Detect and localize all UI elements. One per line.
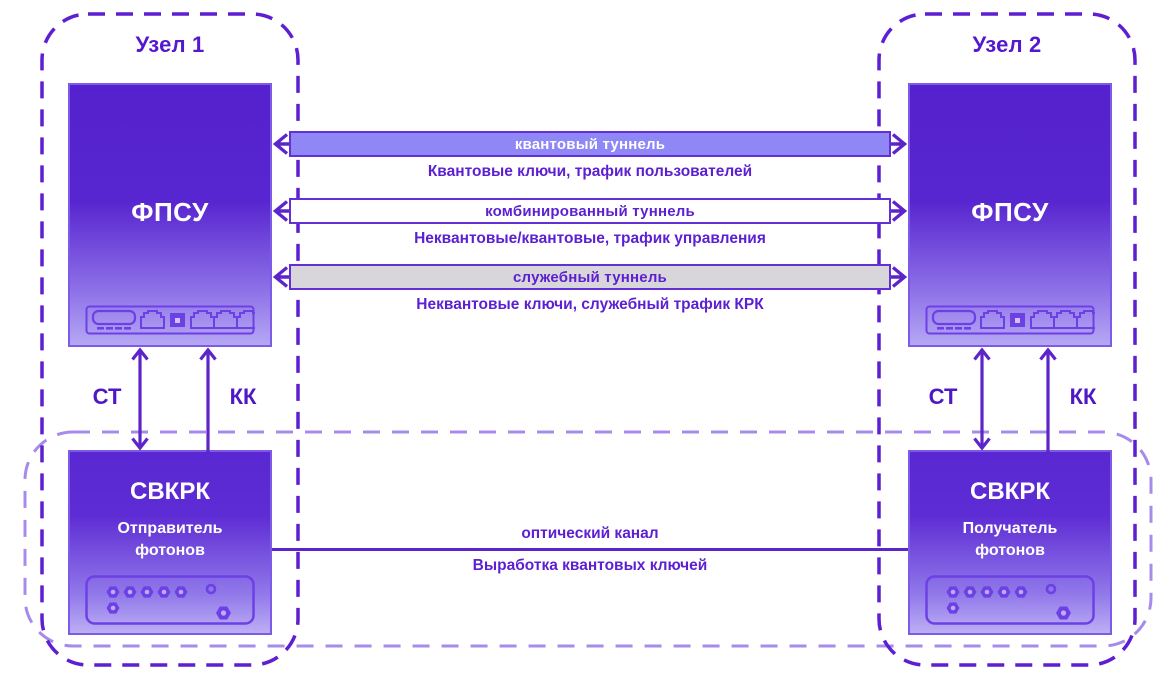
quantum-tunnel: квантовый туннель Квантовые ключи, трафи… — [272, 131, 908, 181]
network-ports-icon — [925, 305, 1095, 335]
network-ports-icon — [85, 305, 255, 335]
quantum-tunnel-bar: квантовый туннель — [289, 131, 891, 157]
up-arrowhead-icon — [973, 347, 991, 361]
optical-channel-label: оптический канал — [521, 525, 659, 542]
node2-fpsu-label: ФПСУ — [971, 197, 1049, 228]
node2-svkrk-box: СВКРК Получатель фотонов — [908, 450, 1112, 635]
service-tunnel-bar: служебный туннель — [289, 264, 891, 290]
up-arrowhead-icon — [131, 347, 149, 361]
node1-title: Узел 1 — [135, 32, 205, 57]
quantum-tunnel-caption: Квантовые ключи, трафик пользователей — [427, 163, 753, 180]
up-arrowhead-icon — [1039, 347, 1057, 361]
right-arrowhead-icon — [891, 133, 908, 155]
node2-title: Узел 2 — [972, 32, 1042, 57]
combined-tunnel: комбинированный туннель Неквантовые/кван… — [272, 198, 908, 248]
node1-fpsu-label: ФПСУ — [131, 197, 209, 228]
node1-svkrk-role: Отправитель фотонов — [117, 520, 223, 559]
optical-channel-caption: Выработка квантовых ключей — [472, 557, 708, 574]
combined-tunnel-caption: Неквантовые/квантовые, трафик управления — [414, 230, 766, 247]
left-arrowhead-icon — [272, 266, 289, 288]
node2-svkrk-role: Получатель фотонов — [962, 520, 1058, 559]
node1-svkrk-label: СВКРК — [130, 478, 210, 505]
optical-channel: оптический канал Выработка квантовых клю… — [272, 525, 908, 575]
down-arrowhead-icon — [973, 437, 991, 451]
service-tunnel-caption: Неквантовые ключи, служебный трафик КРК — [416, 296, 764, 313]
combined-tunnel-bar: комбинированный туннель — [289, 198, 891, 224]
left-arrowhead-icon — [272, 133, 289, 155]
right-arrowhead-icon — [891, 266, 908, 288]
up-arrowhead-icon — [199, 347, 217, 361]
optical-connectors-icon — [925, 575, 1095, 625]
node2-st-label: СТ — [928, 384, 958, 409]
right-arrowhead-icon — [891, 200, 908, 222]
node2-fpsu-box: ФПСУ — [908, 83, 1112, 347]
optical-channel-line — [272, 548, 908, 551]
service-tunnel: служебный туннель Неквантовые ключи, слу… — [272, 264, 908, 314]
node1-kk-label: КК — [229, 384, 257, 409]
left-arrowhead-icon — [272, 200, 289, 222]
optical-connectors-icon — [85, 575, 255, 625]
node2-svkrk-label: СВКРК — [970, 478, 1050, 505]
node2-kk-label: КК — [1069, 384, 1097, 409]
node1-fpsu-box: ФПСУ — [68, 83, 272, 347]
node1-st-label: СТ — [92, 384, 122, 409]
down-arrowhead-icon — [131, 437, 149, 451]
node1-svkrk-box: СВКРК Отправитель фотонов — [68, 450, 272, 635]
